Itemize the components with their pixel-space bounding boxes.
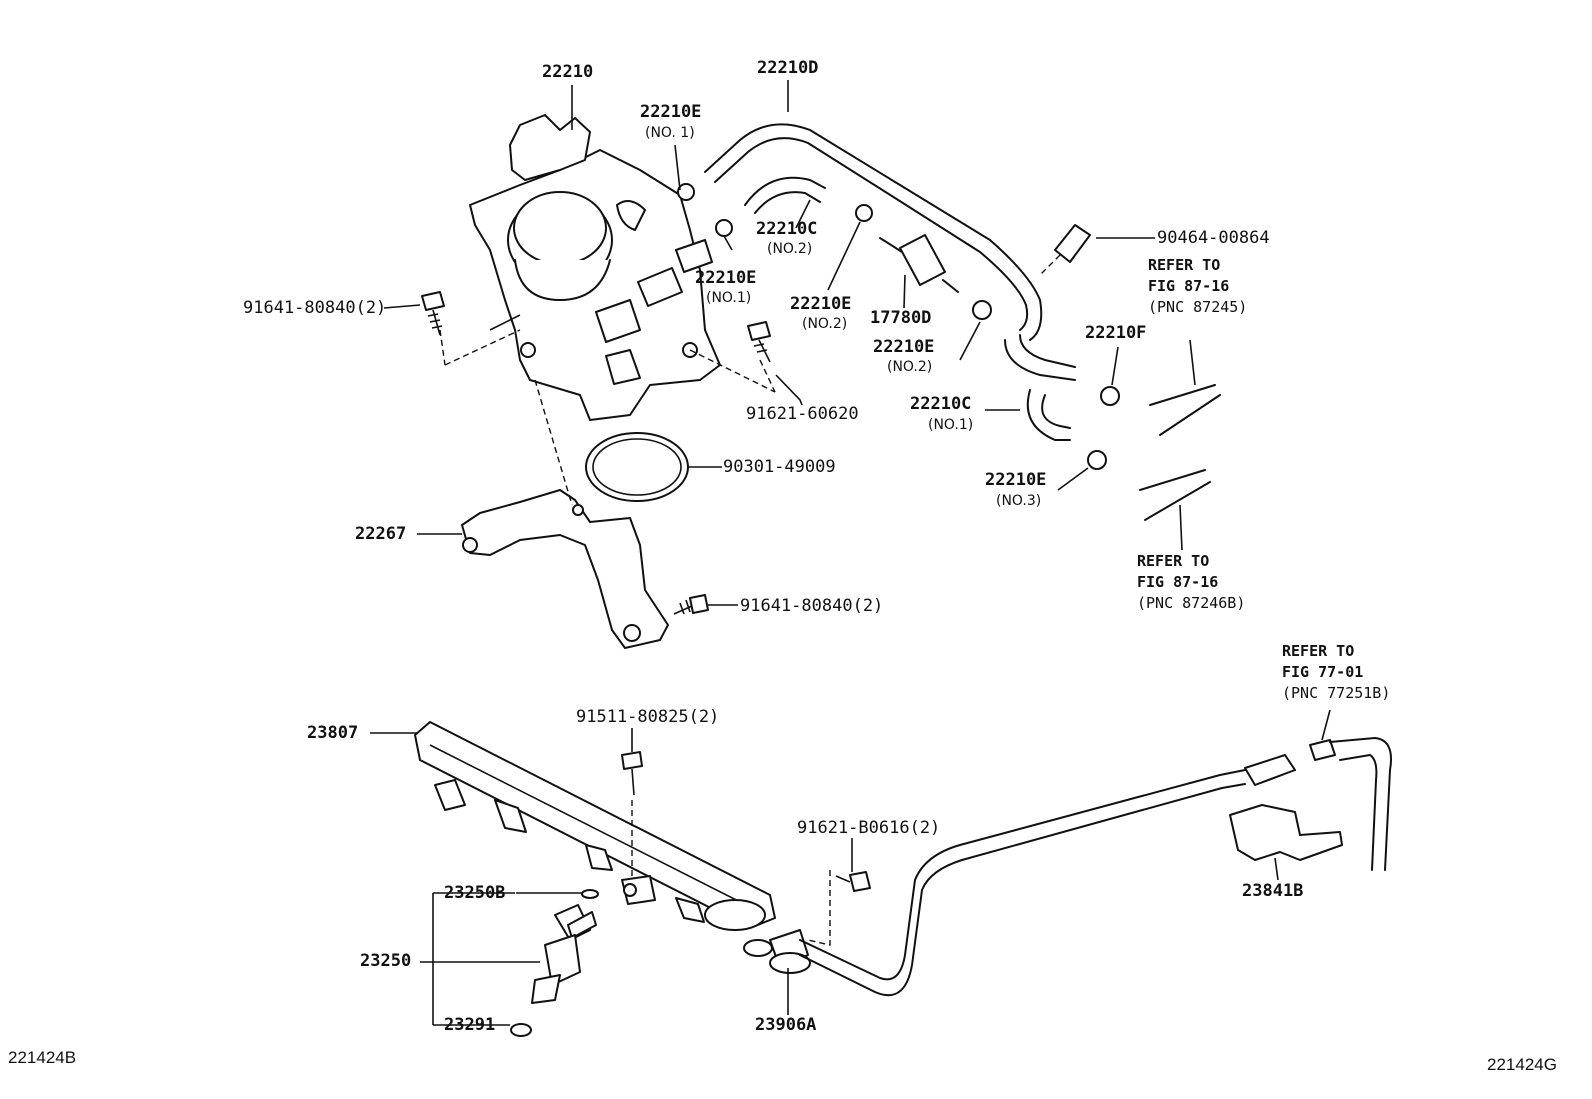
throttle-body-drawing [469, 114, 721, 421]
fuel-line-drawing [799, 769, 1246, 981]
callout-valve: 17780D [870, 308, 932, 328]
reference-note-3: REFER TO FIG 77-01 (PNC 77251B) [1282, 641, 1390, 704]
tube-clamp-drawing [1229, 804, 1343, 861]
callout-bolt-center: 91621-60620 [746, 404, 859, 424]
reference-note-1-pnc: (PNC 87245) [1148, 298, 1248, 316]
reference-note-3-fig: FIG 77-01 [1282, 663, 1364, 681]
callout-clip: 90464-00864 [1157, 228, 1270, 248]
diagram-code-right: 221424G [1487, 1055, 1557, 1074]
callout-clamp-e-mid-note: (NO.1) [706, 290, 752, 306]
callout-bolt-rail: 91511-80825(2) [576, 707, 720, 727]
callout-bolt-left: 91641-80840(2) [243, 298, 387, 318]
callout-fuel-rail: 23807 [307, 723, 359, 743]
callout-hose-f: 22210F [1085, 323, 1147, 343]
callout-clamp-e-right: 22210E [790, 294, 852, 314]
callout-clamp-e-top: 22210E [640, 102, 702, 122]
pulsation-damper-drawing [743, 929, 811, 974]
fuel-rail-drawing [414, 721, 776, 931]
callout-injector: 23250 [360, 951, 412, 971]
callout-hose-d: 22210D [757, 58, 819, 78]
callout-bracket: 22267 [355, 524, 407, 544]
bolt-center-drawing [747, 321, 771, 363]
reference-note-2-fig: FIG 87-16 [1137, 573, 1219, 591]
callout-bolt-bracket: 91641-80840(2) [740, 596, 884, 616]
callout-clamp-e-mid: 22210E [695, 268, 757, 288]
callout-clamp-e-lower: 22210E [873, 337, 935, 357]
bolt-rail-drawing [621, 751, 643, 796]
callout-insulator: 23291 [444, 1015, 496, 1035]
reference-note-1: REFER TO FIG 87-16 (PNC 87245) [1148, 255, 1247, 318]
callout-throttle-body: 22210 [542, 62, 594, 82]
reference-note-3-title: REFER TO [1282, 642, 1355, 660]
callout-pulsation-damper: 23906A [755, 1015, 817, 1035]
reference-note-2-title: REFER TO [1137, 552, 1210, 570]
reference-note-3-pnc: (PNC 77251B) [1282, 684, 1391, 702]
callout-clamp-e-right-note: (NO.2) [802, 316, 848, 332]
callout-clamp-e-top-note: (NO. 1) [645, 125, 695, 141]
callout-clamp-e-no3-note: (NO.3) [996, 493, 1042, 509]
callout-o-ring: 23250B [444, 883, 506, 903]
reference-note-2: REFER TO FIG 87-16 (PNC 87246B) [1137, 551, 1245, 614]
callout-hose-c-upper-note: (NO.2) [767, 241, 813, 257]
hose-d-drawing [704, 123, 1043, 341]
gasket-drawing [585, 432, 689, 502]
bolt-left-drawing [421, 291, 445, 336]
callout-gasket: 90301-49009 [723, 457, 836, 477]
reference-note-1-title: REFER TO [1148, 256, 1221, 274]
callout-hose-c-lower: 22210C [910, 394, 972, 414]
clamp-drawings [677, 183, 1120, 470]
reference-note-2-pnc: (PNC 87246B) [1137, 594, 1246, 612]
callout-tube-clamp: 23841B [1242, 881, 1304, 901]
callout-hose-c-upper: 22210C [756, 219, 818, 239]
bolt-damper-drawing [835, 871, 871, 892]
diagram-code-left: 221424B [8, 1048, 77, 1067]
callout-clamp-e-lower-note: (NO.2) [887, 359, 933, 375]
bracket-drawing [461, 489, 669, 649]
reference-note-1-fig: FIG 87-16 [1148, 277, 1230, 295]
bolt-bracket-drawing [673, 594, 709, 615]
leader-lines [370, 80, 1331, 1026]
clip-drawing [1054, 224, 1091, 263]
injector-drawing [510, 889, 599, 1037]
callout-clamp-e-no3: 22210E [985, 470, 1047, 490]
valve-drawing [899, 234, 946, 286]
callout-hose-c-lower-note: (NO.1) [928, 417, 974, 433]
callout-bolt-damper: 91621-B0616(2) [797, 818, 941, 838]
